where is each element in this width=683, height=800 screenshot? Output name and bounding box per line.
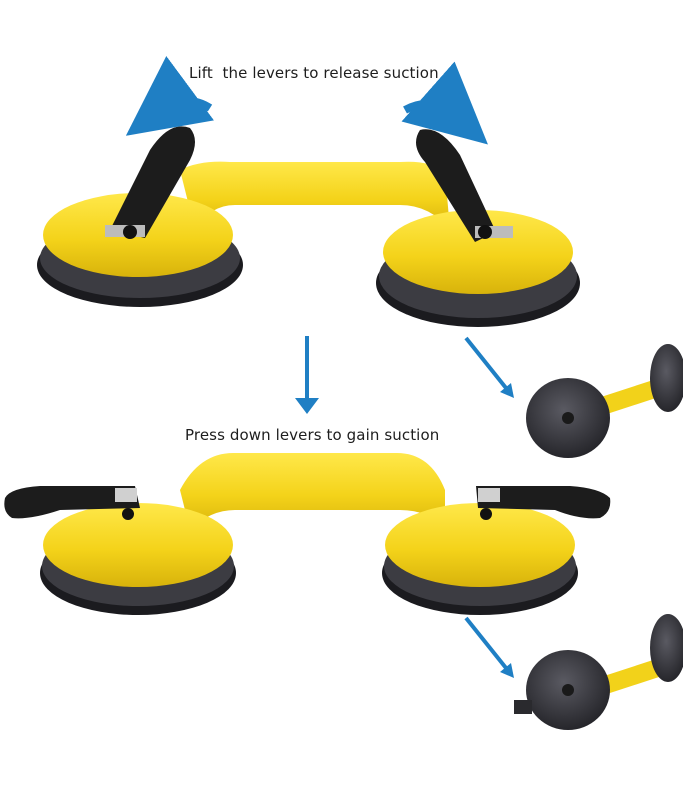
lifter-bottom: [4, 452, 611, 615]
inset-pads-top: [526, 344, 683, 458]
diagonal-arrow-icon: [464, 616, 508, 670]
left-lever-down: [4, 486, 140, 519]
lifter-top: [37, 126, 580, 327]
gain-caption: Press down levers to gain suction: [185, 426, 440, 444]
diagonal-arrow-icon: [464, 336, 508, 390]
inset-pads-bottom: [514, 614, 683, 730]
right-lever-raised: [416, 129, 496, 242]
left-lever-raised: [110, 126, 195, 238]
right-lever-down: [476, 486, 611, 519]
curved-arrow-icon: [125, 56, 214, 136]
curved-arrow-icon: [401, 61, 488, 145]
